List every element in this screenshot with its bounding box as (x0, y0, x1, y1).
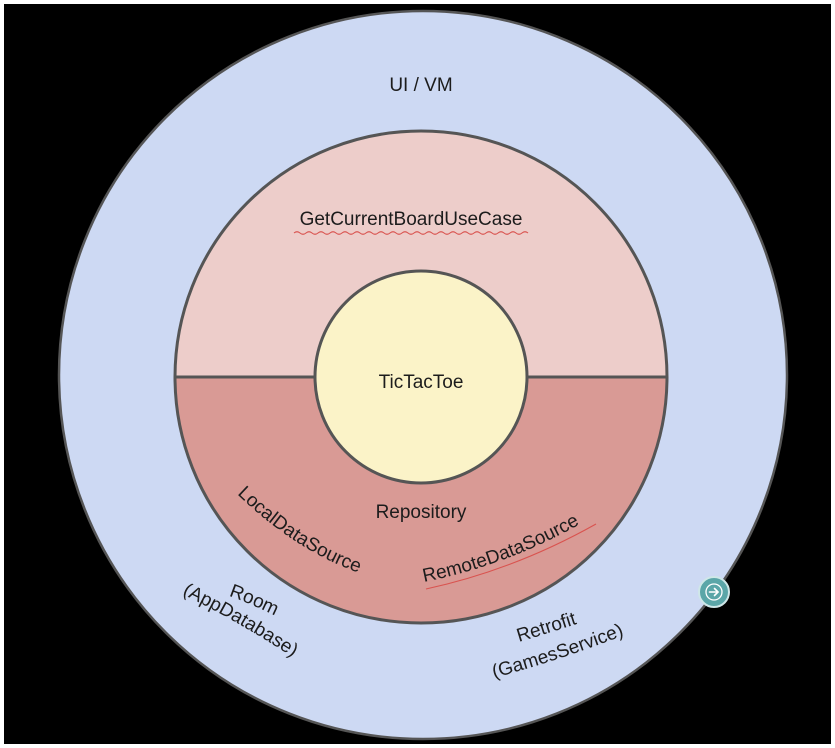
tictactoe-core-circle (313, 269, 529, 485)
use-case-layer (175, 131, 667, 377)
spellcheck-underline (425, 523, 597, 590)
arrow-right-icon (705, 583, 723, 601)
spellcheck-underline (293, 231, 529, 235)
use-case-label: GetCurrentBoardUseCase (300, 209, 523, 230)
repository-label: Repository (376, 502, 467, 523)
ui-vm-label: UI / VM (389, 75, 452, 96)
repository-layer (175, 377, 667, 623)
tictactoe-label: TicTacToe (379, 372, 464, 393)
clean-architecture-diagram: UI / VM GetCurrentBoardUseCase TicTacToe… (57, 9, 789, 741)
slide-canvas: UI / VM GetCurrentBoardUseCase TicTacToe… (4, 4, 831, 744)
next-slide-button[interactable] (698, 576, 730, 608)
